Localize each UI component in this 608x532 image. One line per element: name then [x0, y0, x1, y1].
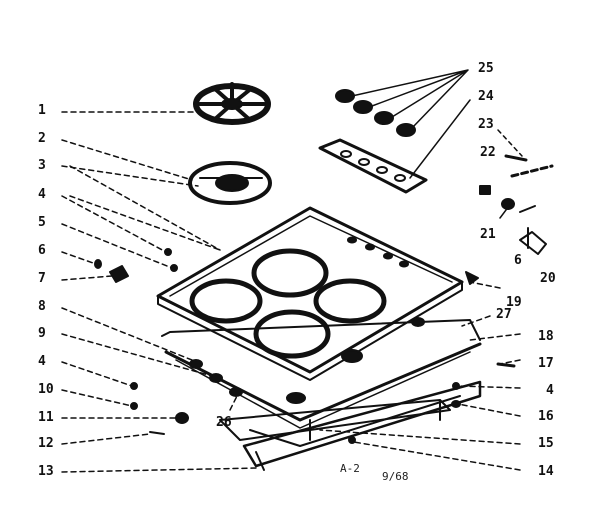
small-hardware-right — [479, 129, 554, 219]
part-label: 7 — [38, 271, 46, 286]
part-label: 4 — [38, 187, 46, 202]
part-label: 13 — [38, 464, 54, 479]
control-bezel — [318, 99, 471, 194]
part-label: 18 — [538, 329, 554, 344]
part-label: 4 — [38, 354, 46, 369]
part-label: 6 — [38, 243, 46, 258]
part-label: 24 — [478, 89, 494, 104]
part-label: 1 — [38, 103, 46, 118]
date-code: 9/68 — [382, 470, 409, 483]
part-label: 11 — [38, 410, 54, 425]
cooktop-plate — [156, 206, 464, 381]
burner-drip-bowl — [188, 161, 272, 205]
control-knobs — [335, 89, 416, 137]
leader-lines-left — [61, 111, 259, 473]
part-label: 3 — [38, 158, 46, 173]
part-label: 10 — [38, 382, 54, 397]
part-label: 14 — [538, 464, 554, 479]
part-label: 5 — [38, 215, 46, 230]
part-label: 27 — [496, 307, 512, 322]
drawing-code: A-2 — [340, 462, 360, 475]
part-label: 21 — [480, 227, 496, 242]
part-label: 25 — [478, 61, 494, 76]
burner-grate — [193, 82, 271, 125]
valve-assembly — [189, 317, 425, 404]
part-label: 20 — [540, 271, 556, 286]
part-label: 26 — [216, 415, 232, 430]
part-label: 4 — [546, 383, 554, 398]
part-label: 6 — [514, 253, 522, 268]
part-label: 16 — [538, 409, 554, 424]
part-label: 8 — [38, 299, 46, 314]
part-label: 17 — [538, 356, 554, 371]
part-label: 2 — [38, 131, 46, 146]
part-label: 23 — [478, 117, 494, 132]
part-label: 9 — [38, 326, 46, 341]
clip-19 — [465, 271, 479, 285]
leader-lines-right — [229, 281, 521, 471]
part-label: 15 — [538, 436, 554, 451]
part-label: 22 — [480, 145, 496, 160]
part-label: 19 — [506, 295, 522, 310]
knob-leaders — [351, 69, 469, 129]
front-panel — [242, 380, 482, 471]
part-label: 12 — [38, 436, 54, 451]
side-bracket — [519, 227, 547, 255]
